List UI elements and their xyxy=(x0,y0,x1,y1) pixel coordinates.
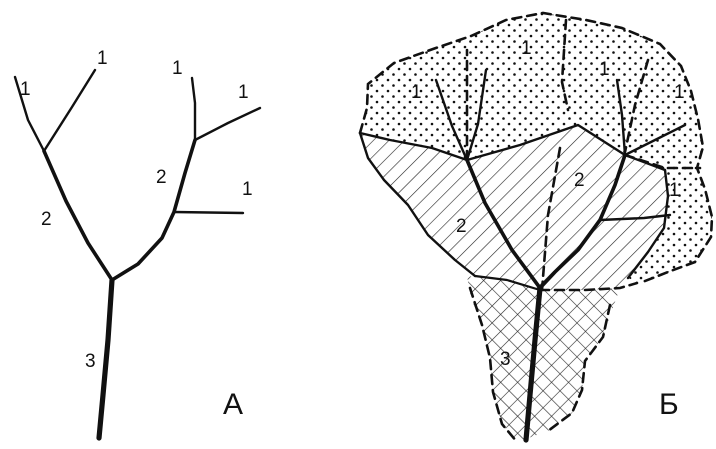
panel-label-b: Б xyxy=(659,388,679,421)
a-stream-order2-right xyxy=(112,140,195,280)
b-label-order1: 1 xyxy=(674,82,685,103)
b-label-order2: 2 xyxy=(574,170,585,191)
b-label-order3: 3 xyxy=(500,349,511,370)
a-label-order2: 2 xyxy=(156,167,167,188)
a-label-order2: 2 xyxy=(41,209,52,230)
a-label-order1: 1 xyxy=(172,58,183,79)
a-stream-order1-right-b xyxy=(195,108,260,140)
a-stream-order3 xyxy=(99,280,112,438)
b-label-order1: 1 xyxy=(669,180,680,201)
a-stream-order2-left xyxy=(44,151,112,280)
a-label-order1: 1 xyxy=(97,48,108,69)
diagram-b: 1 1 1 1 1 2 2 3 Б xyxy=(360,13,712,442)
panel-label-a: А xyxy=(223,388,243,421)
diagram-a: 1 1 1 1 1 2 2 3 А xyxy=(15,48,260,438)
a-stream-order1-left-b xyxy=(44,70,95,151)
a-stream-order1-right-a xyxy=(192,78,195,140)
a-label-order1: 1 xyxy=(20,79,31,100)
a-label-order1: 1 xyxy=(238,82,249,103)
b-label-order2: 2 xyxy=(456,216,467,237)
a-stream-order1-right-c xyxy=(174,212,243,213)
a-label-order3: 3 xyxy=(85,351,96,372)
b-label-order1: 1 xyxy=(411,82,422,103)
b-label-order1: 1 xyxy=(521,38,532,59)
a-label-order1: 1 xyxy=(242,179,253,200)
b-label-order1: 1 xyxy=(599,59,610,80)
